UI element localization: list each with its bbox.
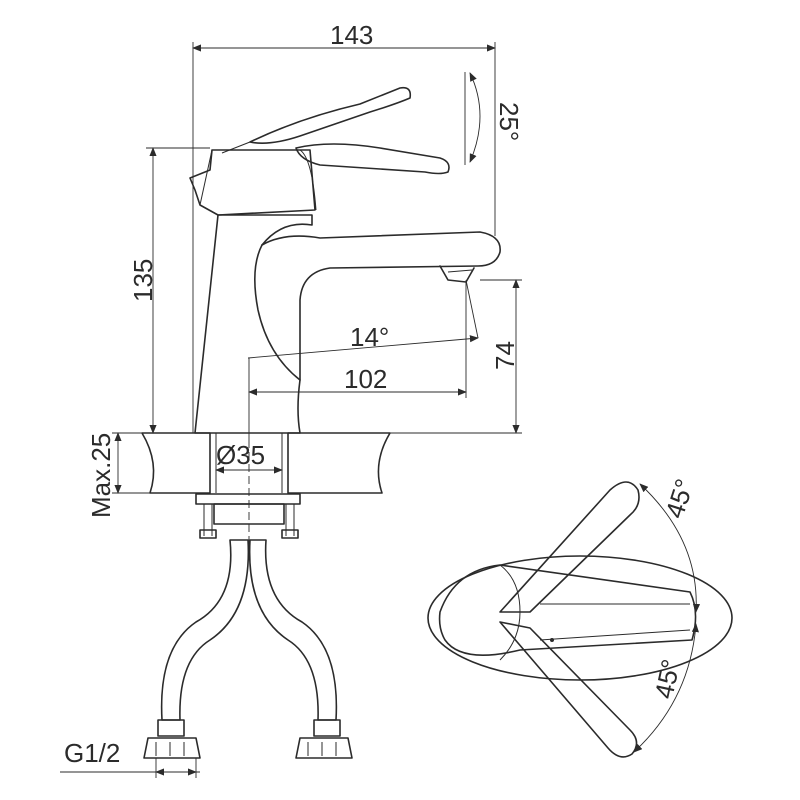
hose-fitting-right [295,719,353,759]
label-spout-angle: 14° [350,322,389,352]
mounting-assembly [143,440,353,759]
faucet-side-view [189,86,501,434]
label-spout-reach: 102 [344,364,387,394]
label-handle-angle: 25° [494,102,524,141]
label-overall-height: 135 [128,259,158,302]
label-hole-diameter: Ø35 [216,440,265,470]
label-rotation-lower: 45° [649,657,687,702]
faucet-top-view [427,481,733,758]
dimension-lines [60,42,701,778]
countertop-section [141,432,391,494]
label-overall-width: 143 [330,20,373,50]
hose-fitting-left [143,719,201,759]
label-rotation-upper: 45° [659,475,700,522]
label-max-thickness: Max.25 [86,433,116,518]
label-spout-height: 74 [490,341,520,370]
label-thread: G1/2 [64,738,120,768]
